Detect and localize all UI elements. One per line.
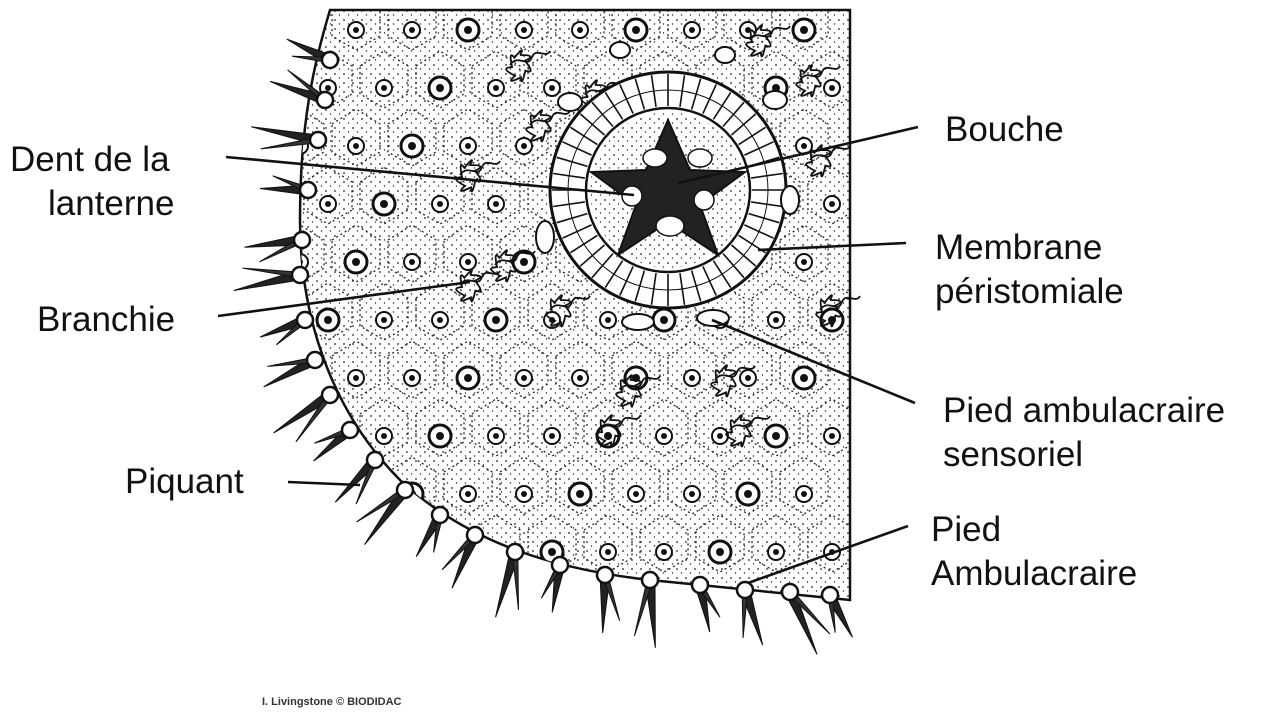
image-credit: I. Livingstone © BIODIDAC <box>262 696 402 708</box>
label-membrane-line-1: Membrane <box>935 226 1124 270</box>
label-pied-amb-line-1: Pied <box>931 508 1137 552</box>
label-membrane-line-2: péristomiale <box>935 270 1124 314</box>
label-pied-ambulacraire-sensoriel: Pied ambulacraire sensoriel <box>943 389 1225 477</box>
label-bouche: Bouche <box>945 108 1064 152</box>
label-membrane-peristomiale: Membrane péristomiale <box>935 226 1124 314</box>
label-pied-ambulacraire: Pied Ambulacraire <box>931 508 1137 596</box>
label-piquant: Piquant <box>125 460 244 504</box>
label-dent-line-1: Dent de la <box>10 138 174 182</box>
label-pied-sensoriel-line-2: sensoriel <box>943 433 1225 477</box>
label-branchie: Branchie <box>37 298 175 342</box>
leader-piquant <box>288 482 360 485</box>
label-dent-de-la-lanterne: Dent de la lanterne <box>10 138 174 226</box>
label-pied-sensoriel-line-1: Pied ambulacraire <box>943 389 1225 433</box>
label-pied-amb-line-2: Ambulacraire <box>931 552 1137 596</box>
label-dent-line-2: lanterne <box>10 182 174 226</box>
